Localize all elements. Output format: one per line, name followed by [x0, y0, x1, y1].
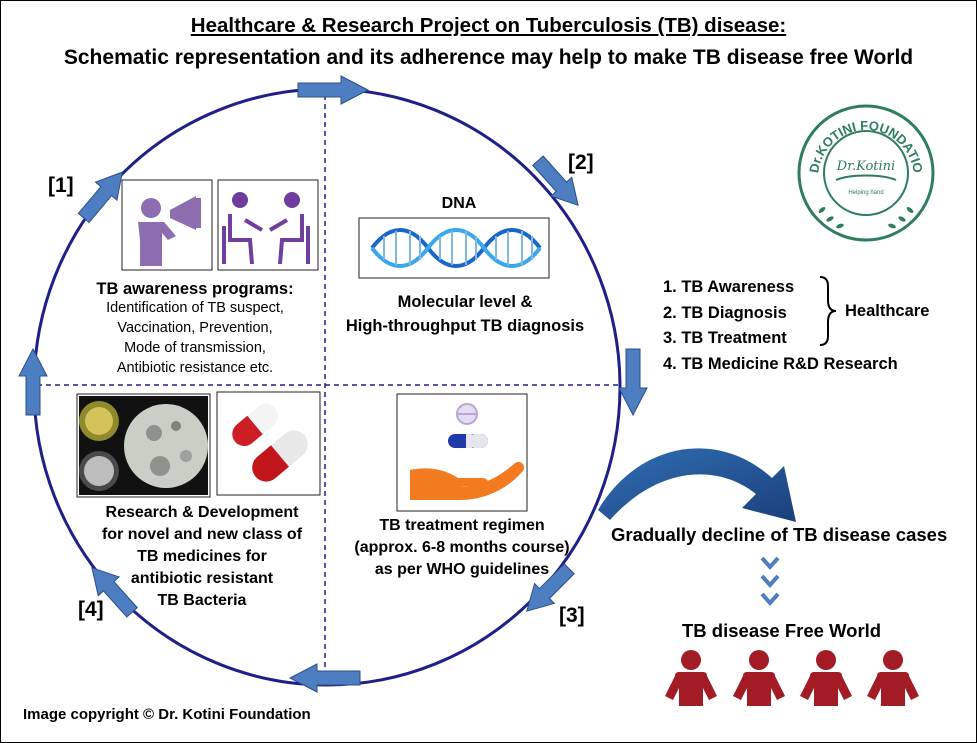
healthcare-label: Healthcare [845, 302, 930, 320]
legend-list: 1. TB Awareness 2. TB Diagnosis 3. TB Tr… [663, 275, 898, 377]
capsule-pills-icon [232, 404, 308, 482]
step-label-4: [4] [78, 598, 104, 621]
dna-icon [370, 228, 542, 268]
svg-text:Dr.KOTINI FOUNDATION: Dr.KOTINI FOUNDATION [0, 0, 926, 174]
diagnosis-line-2: High-throughput TB diagnosis [345, 317, 585, 335]
arrow-left-icon [18, 347, 48, 416]
arrow-right-icon [618, 348, 648, 417]
healthcare-bracket [819, 276, 837, 346]
step-label-1: [1] [48, 174, 74, 197]
awareness-line-2: Vaccination, Prevention, [117, 320, 273, 336]
hand-pills-icon [410, 403, 525, 500]
treatment-line-1: TB treatment regimen [379, 517, 545, 534]
megaphone-person-icon [138, 196, 201, 266]
arrow-lower-right-icon [526, 563, 575, 612]
decline-text: Gradually decline of TB disease cases [611, 524, 948, 545]
research-line-5: TB Bacteria [157, 592, 247, 609]
legend-item: 4. TB Medicine R&D Research [663, 354, 898, 373]
arrow-upper-right-icon [532, 155, 579, 207]
conversation-people-icon [222, 192, 310, 265]
legend-item: 3. TB Treatment [663, 329, 787, 347]
arrow-lower-left-icon [91, 566, 138, 618]
arrow-bottom-icon [288, 663, 361, 693]
legend-item: 1. TB Awareness [663, 278, 795, 296]
logo-center-text: Dr.Kotini [836, 159, 895, 174]
awareness-line-1: Identification of TB suspect, [106, 300, 284, 316]
free-world-text: TB disease Free World [682, 620, 882, 641]
awareness-line-4: Antibiotic resistance etc. [116, 360, 274, 376]
diagnosis-line-1: Molecular level & [397, 293, 533, 311]
treatment-line-3: as per WHO guidelines [374, 561, 550, 578]
research-line-1: Research & Development [105, 504, 299, 521]
title-line-2: Schematic representation and its adheren… [63, 46, 914, 69]
dna-label: DNA [441, 195, 477, 212]
step-label-3: [3] [559, 604, 585, 627]
step-label-2: [2] [568, 151, 594, 174]
legend-item: 2. TB Diagnosis [663, 303, 787, 322]
people-row-icon [665, 650, 919, 706]
awareness-heading: TB awareness programs: [96, 280, 294, 298]
awareness-line-3: Mode of transmission, [124, 340, 266, 356]
arrow-upper-left-icon [77, 171, 123, 224]
research-line-3: TB medicines for [137, 548, 267, 565]
logo-ring-text: Dr.KOTINI FOUNDATION [0, 0, 926, 174]
logo-tagline: Helping hand [848, 190, 883, 196]
copyright-text: Image copyright © Dr. Kotini Foundation [23, 706, 311, 723]
curved-arrow-icon [598, 448, 796, 522]
arrow-top-icon [297, 75, 370, 105]
down-chevrons-icon [760, 556, 780, 607]
research-line-2: for novel and new class of [101, 526, 303, 543]
research-line-4: antibiotic resistant [130, 570, 274, 587]
petri-dish-photo-icon [79, 396, 208, 495]
treatment-line-2: (approx. 6-8 months course) [354, 539, 570, 556]
title-line-1: Healthcare & Research Project on Tubercu… [190, 14, 787, 37]
